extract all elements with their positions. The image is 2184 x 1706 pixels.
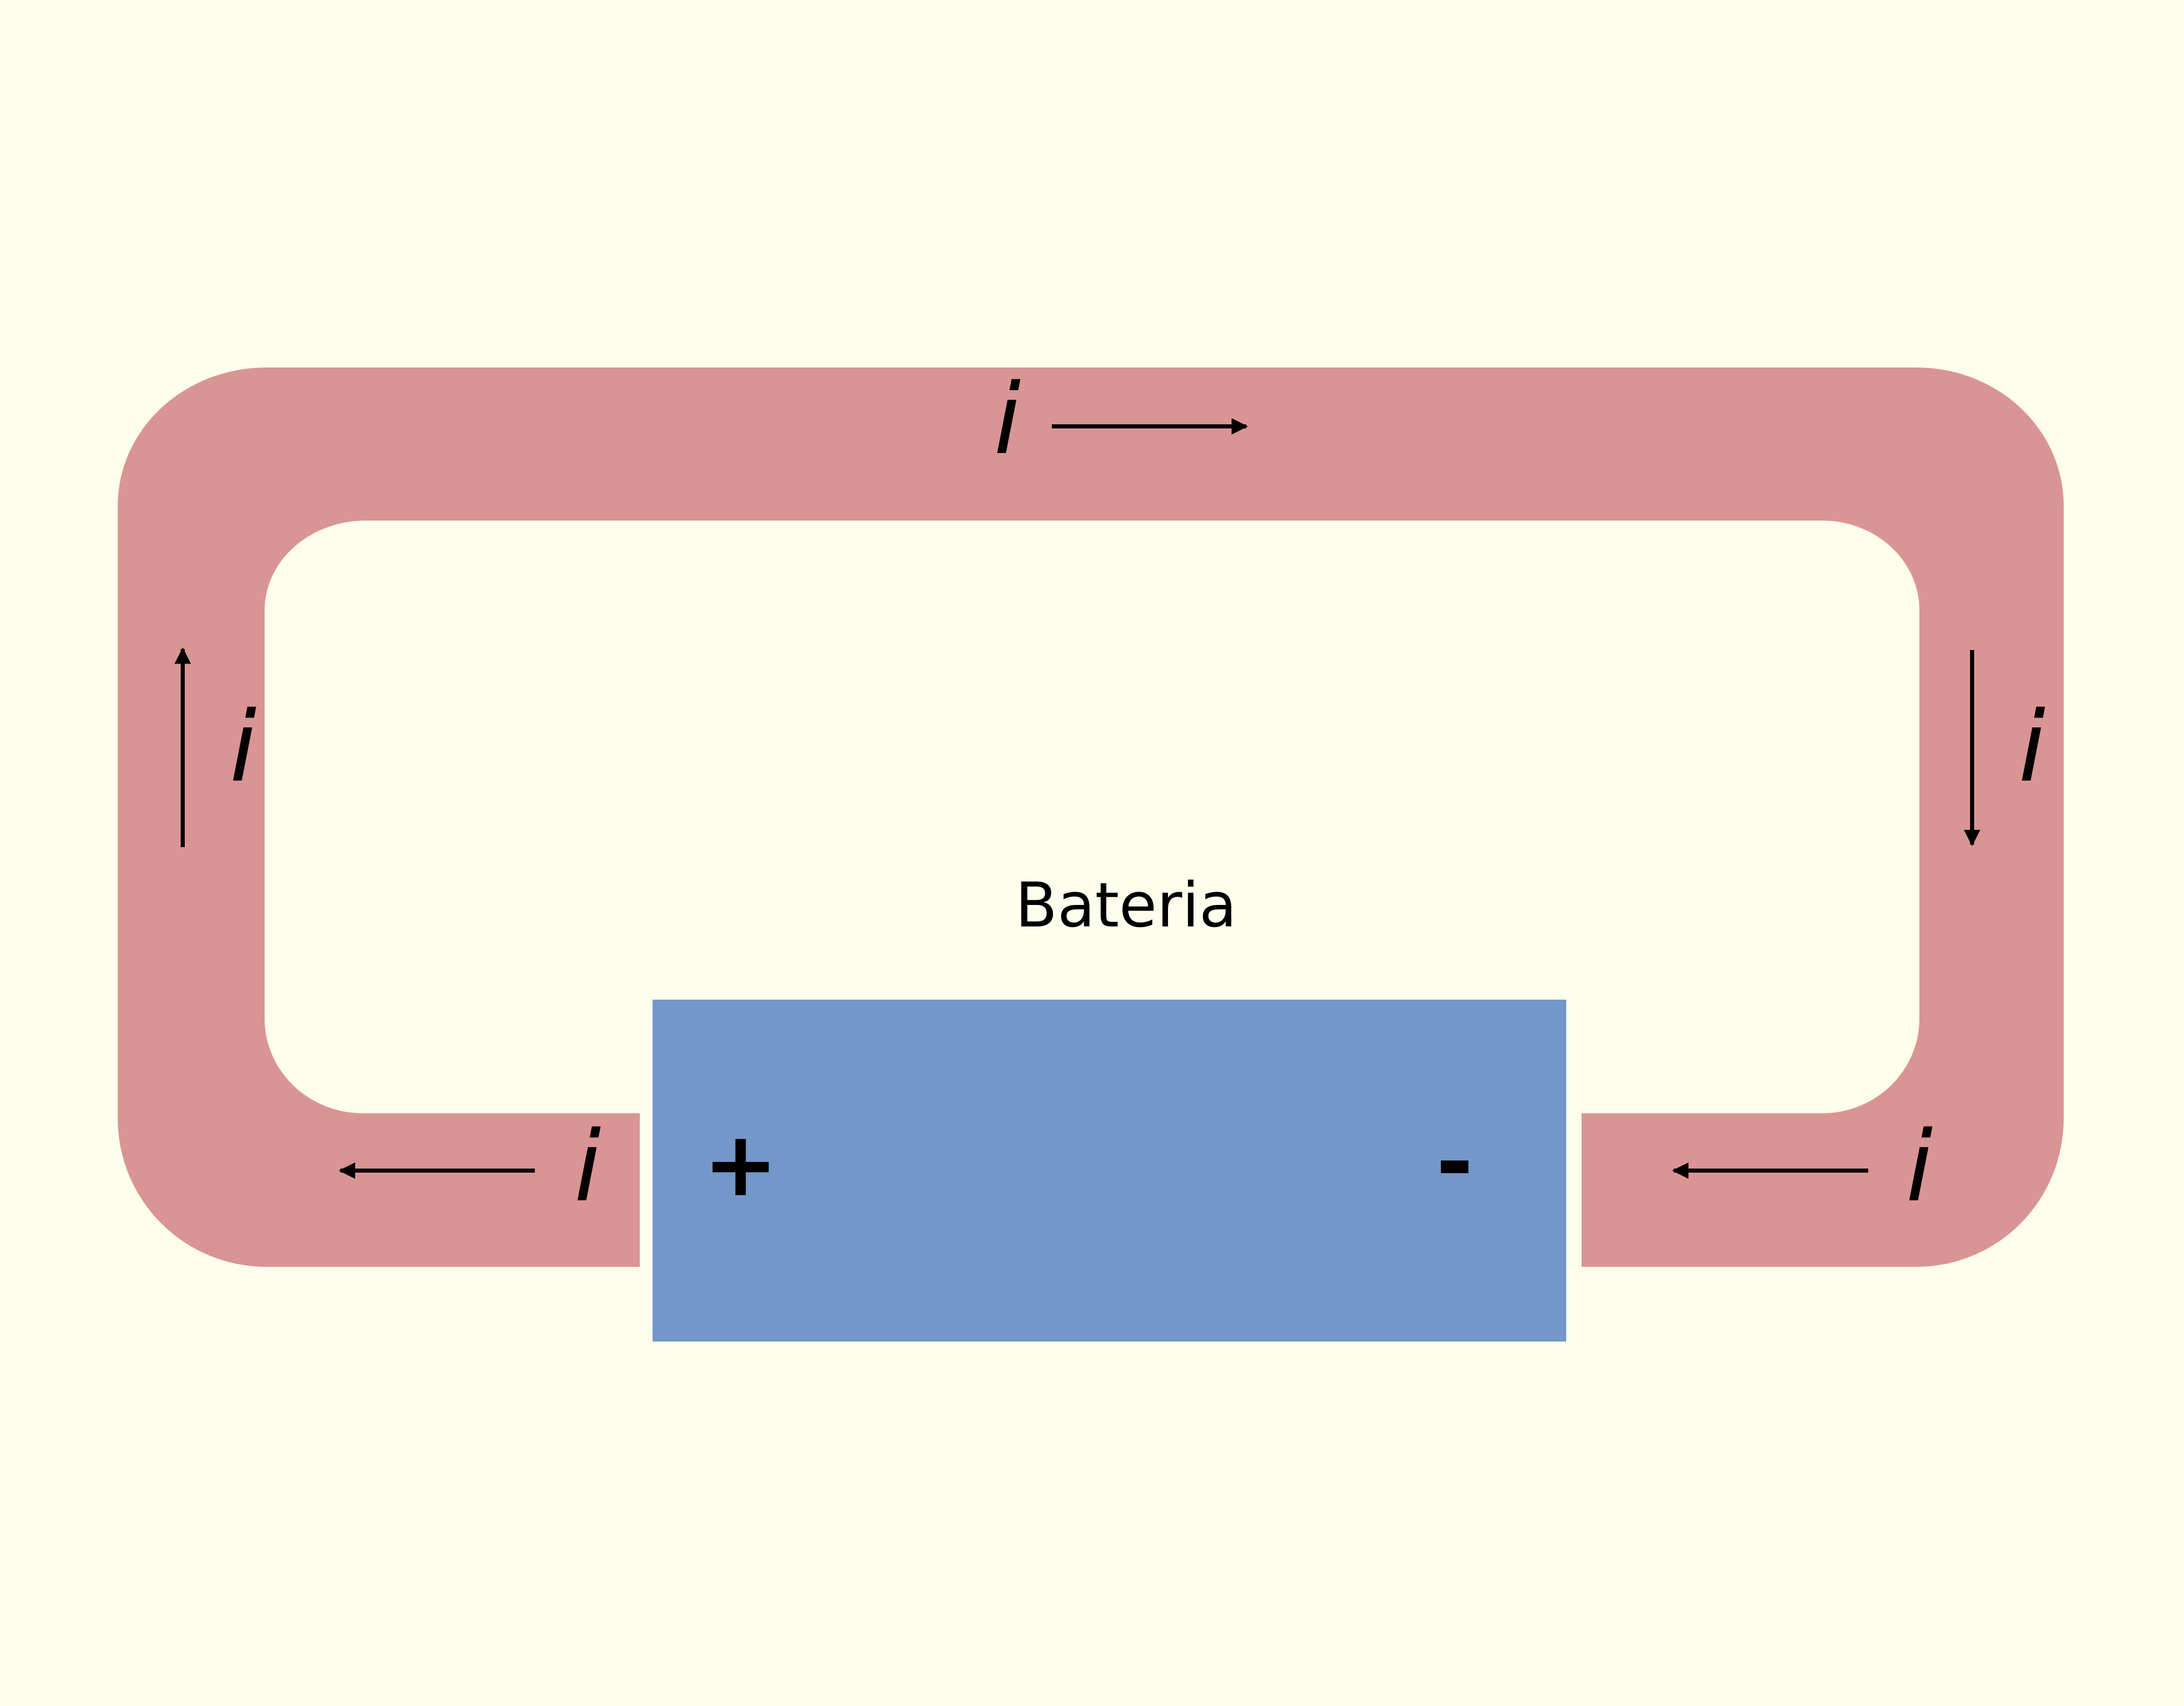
battery-negative-symbol: - [1436,1110,1474,1214]
current-label-right: i [2019,690,2046,804]
current-label-bottom-right: i [1906,1110,1933,1223]
current-label-bottom-left: i [574,1110,601,1223]
current-label-left: i [230,690,257,804]
current-label-top: i [994,363,1021,476]
battery-title: Bateria [1015,870,1237,941]
wire-loop [118,368,2064,1267]
battery-positive-symbol: + [703,1113,779,1217]
battery-body [653,1000,1566,1342]
